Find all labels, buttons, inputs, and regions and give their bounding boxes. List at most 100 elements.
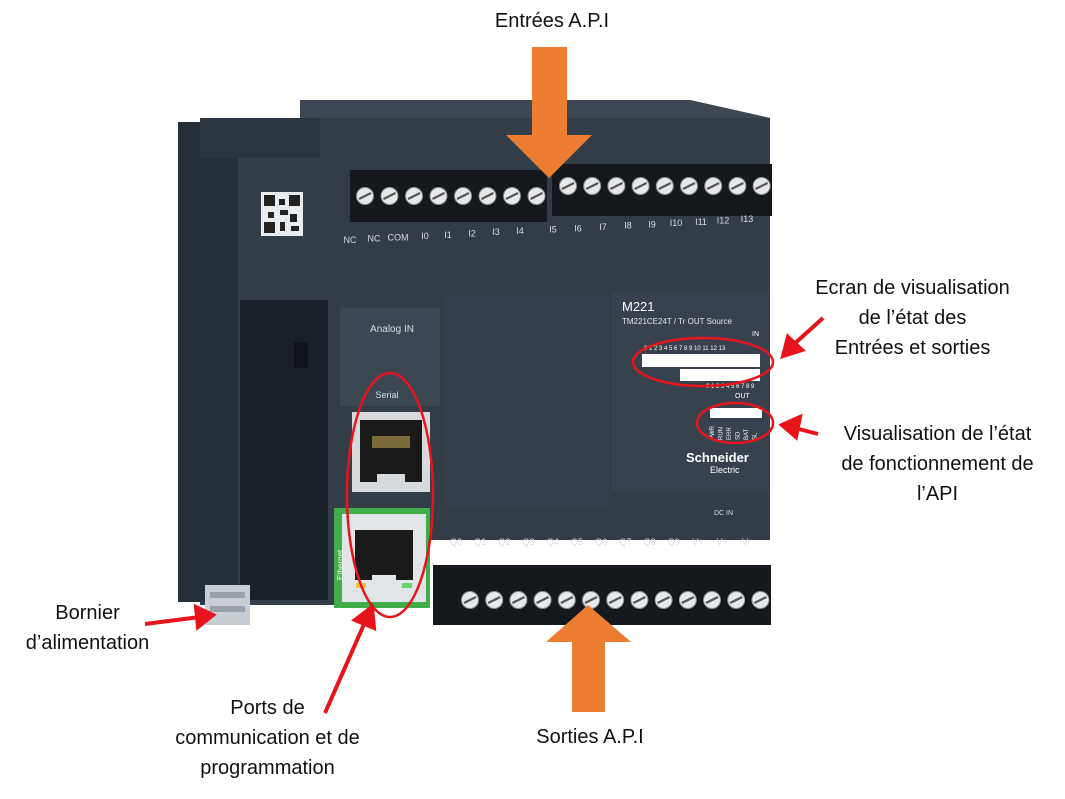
status-caption: Visualisation de l’état de fonctionnemen… (815, 419, 1060, 509)
output-screw-slot (729, 596, 743, 604)
output-screw-slot (632, 596, 646, 604)
din-rail-clip (205, 585, 250, 625)
output-screws (461, 591, 770, 609)
power-caption: Bornier d’alimentation (0, 598, 175, 658)
in-led-numbers: 0 1 2 3 4 5 6 7 8 9 10 11 12 13 (644, 346, 726, 352)
in-led-label: IN (752, 331, 759, 338)
terminal-label: Q1 (474, 537, 486, 547)
analog-in-label: Analog IN (370, 324, 414, 335)
output-terminal-block (433, 565, 771, 625)
terminal-label: Q8 (644, 537, 656, 547)
output-screw-slot (705, 596, 719, 604)
power-caption-line-1: Bornier (55, 602, 120, 624)
terminal-label: NC (368, 234, 381, 244)
status-caption-line-2: de fonctionnement de (841, 453, 1034, 475)
terminal-label: Q6 (595, 537, 607, 547)
terminal-label: I9 (648, 219, 656, 229)
input-screw-slot (730, 182, 744, 190)
status-highlight (695, 401, 775, 445)
brand-sub: Electric (710, 465, 740, 475)
out-led-label: OUT (735, 393, 751, 400)
terminal-label: Q5 (571, 537, 583, 547)
output-screw-slot (511, 596, 525, 604)
terminal-label: I6 (574, 223, 582, 233)
input-screw-slot (682, 182, 696, 190)
dcin-label: DC IN (714, 510, 733, 517)
status-led-label: SL (753, 432, 759, 440)
in-led-strip (642, 354, 760, 367)
input-screw-slot (481, 192, 494, 200)
output-screw-slot (536, 596, 550, 604)
output-screw-slot (487, 596, 501, 604)
terminal-label: I2 (468, 229, 476, 239)
outputs-caption-text: Sorties A.P.I (536, 726, 644, 748)
out-led-numbers: 0 1 2 3 4 5 6 7 8 9 (706, 384, 755, 390)
status-led-strip (710, 408, 762, 418)
input-screw-slot (609, 182, 623, 190)
status-led-label: SD (736, 431, 742, 440)
input-screw-slot (585, 182, 599, 190)
terminal-label: V+ (717, 537, 728, 547)
input-screw-slot (383, 192, 396, 200)
input-screw-slot (634, 182, 648, 190)
ethernet-label: Ethernet (336, 549, 345, 580)
terminal-label: I13 (741, 214, 754, 224)
terminal-label: I0 (421, 231, 429, 241)
terminal-label: I1 (444, 230, 452, 240)
output-screw-slot (681, 596, 695, 604)
io-screen-highlight (631, 336, 775, 388)
output-screw-slot (584, 596, 598, 604)
serial-label: Serial (375, 390, 398, 400)
terminal-label: I11 (695, 217, 707, 227)
ports-caption-line-3: programmation (200, 757, 335, 779)
status-led-label: BAT (744, 428, 750, 440)
input-screw-slot (432, 192, 445, 200)
status-caption-line-3: l’API (916, 483, 959, 505)
plc-left-side (178, 122, 238, 602)
screen-caption-line-1: Ecran de visualisation (815, 277, 1010, 299)
input-screw-slot (530, 192, 543, 200)
terminal-label: I8 (624, 221, 632, 231)
terminal-label: COM (388, 232, 409, 242)
terminal-label: I4 (516, 226, 524, 236)
screen-caption-line-2: de l’état des (858, 307, 967, 329)
inputs-arrow (506, 47, 592, 178)
input-screw-slot (755, 182, 769, 190)
orange-arrows (506, 47, 631, 712)
status-led-label: RUN (719, 427, 725, 440)
qr-code (261, 192, 303, 236)
terminal-label: Q7 (619, 537, 631, 547)
terminal-label: Q3 (523, 537, 535, 547)
input-screw-slot (706, 182, 720, 190)
input-screw-slot (505, 192, 519, 200)
reference-label: TM221CE24T / Tr OUT Source (622, 317, 733, 326)
brand-logo: Schneider (686, 450, 749, 465)
terminal-label: I5 (549, 225, 557, 235)
red-arrows (144, 316, 825, 714)
screen-caption-line-3: Entrées et sorties (834, 337, 991, 359)
terminal-label: Q2 (498, 537, 510, 547)
ports-caption-line-2: communication et de (175, 727, 360, 749)
output-screw-slot (560, 596, 574, 604)
input-screw-slot (358, 192, 372, 200)
ethernet-port[interactable] (334, 508, 430, 608)
terminal-label: V- (742, 537, 751, 547)
inputs-caption-text: Entrées A.P.I (494, 10, 610, 32)
terminal-label: I3 (492, 227, 500, 237)
outputs-arrow (546, 605, 631, 712)
output-screw-slot (463, 596, 477, 604)
input-screw-slot (658, 182, 672, 190)
terminal-label: V+ (692, 537, 703, 547)
input-screw-slot (561, 182, 575, 190)
input-screw-slot (407, 192, 421, 200)
serial-port[interactable] (352, 412, 430, 492)
status-led-label: ERR (727, 427, 733, 440)
cover-panel (444, 296, 609, 506)
ports-caption-line-1: Ports de (230, 697, 305, 719)
terminal-label: I7 (599, 222, 607, 232)
output-screw-slot (753, 596, 767, 604)
outputs-caption: Sorties A.P.I (505, 722, 675, 752)
terminal-label: Q4 (547, 537, 559, 547)
